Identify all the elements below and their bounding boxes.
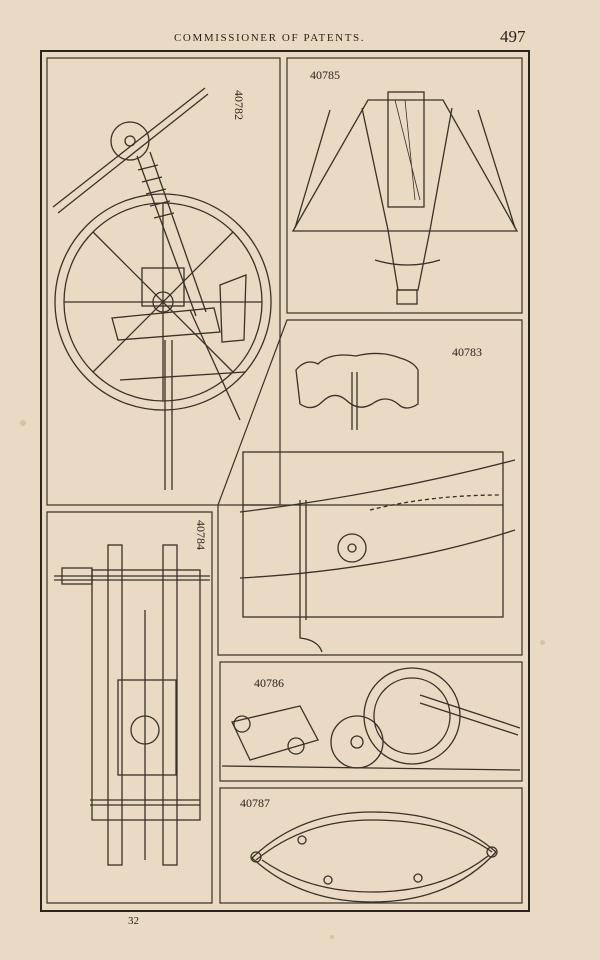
drawing-40785 [291,91,519,305]
folio-number: 32 [128,915,139,927]
foxing-spot [20,420,26,426]
foxing-spot [330,935,334,939]
patent-number-40783: 40783 [452,345,482,359]
drawing-40786 [221,667,521,771]
running-header: COMMISSIONER OF PATENTS. [174,32,366,44]
drawing-40787 [250,811,498,903]
panel-40787-border [219,787,523,904]
panel-40786-border [219,661,523,782]
panel-40783-border [217,319,523,656]
patent-number-40787: 40787 [240,796,270,810]
drawing-40782 [52,87,272,490]
patent-number-40786: 40786 [254,676,284,690]
plate-border [40,50,530,912]
panel-40782-border [46,57,281,506]
drawing-40784 [54,544,210,866]
panel-40784-border [46,511,213,904]
patent-number-40782: 40782 [232,90,246,120]
page-number: 497 [500,27,526,46]
drawing-40783 [239,352,516,653]
patent-number-40784: 40784 [194,520,208,550]
foxing-spot [540,640,545,645]
panel-40785-border [286,57,523,314]
patent-number-40785: 40785 [310,68,340,82]
